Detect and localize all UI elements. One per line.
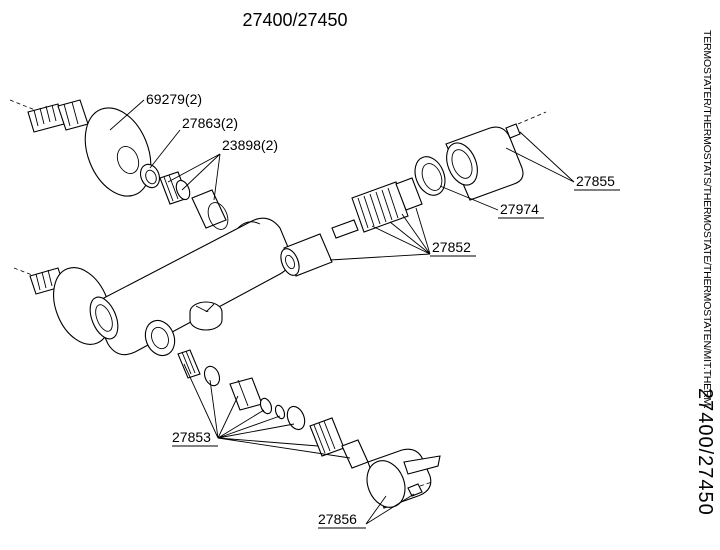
label-27974: 27974 [500, 201, 539, 217]
cartridge-27852 [331, 177, 423, 239]
label-27863: 27863(2) [182, 115, 238, 131]
seal-27863 [139, 163, 161, 189]
sleeve-27852 [280, 233, 333, 277]
mixer-body [89, 217, 292, 357]
handle-27856 [366, 448, 441, 509]
label-23898: 23898(2) [222, 137, 278, 153]
side-descriptor: TERMOSTATER/THERMOSTATS/THERMOSTATE/THER… [680, 30, 720, 409]
side-model: 27400/27450 [680, 380, 720, 530]
label-27853: 27853 [172, 429, 211, 445]
lower-parts-27853 [177, 349, 369, 469]
side-model-text: 27400/27450 [694, 388, 716, 516]
label-27855: 27855 [576, 173, 615, 189]
label-27852: 27852 [432, 239, 471, 255]
escutcheon-69279 [84, 107, 152, 197]
housing-27855 [445, 111, 547, 201]
nut-23898 [191, 189, 229, 230]
diverter-knob-cap [189, 301, 223, 331]
side-descriptor-text: TERMOSTATER/THERMOSTATS/THERMOSTATE/THER… [701, 30, 713, 409]
check-valve-23898 [159, 171, 191, 205]
diagram-title: 27400/27450 [242, 10, 347, 30]
ring-27974 [414, 156, 446, 196]
inlet-fitting-top [9, 99, 89, 133]
label-69279: 69279(2) [146, 91, 202, 107]
label-27856: 27856 [318, 511, 357, 527]
